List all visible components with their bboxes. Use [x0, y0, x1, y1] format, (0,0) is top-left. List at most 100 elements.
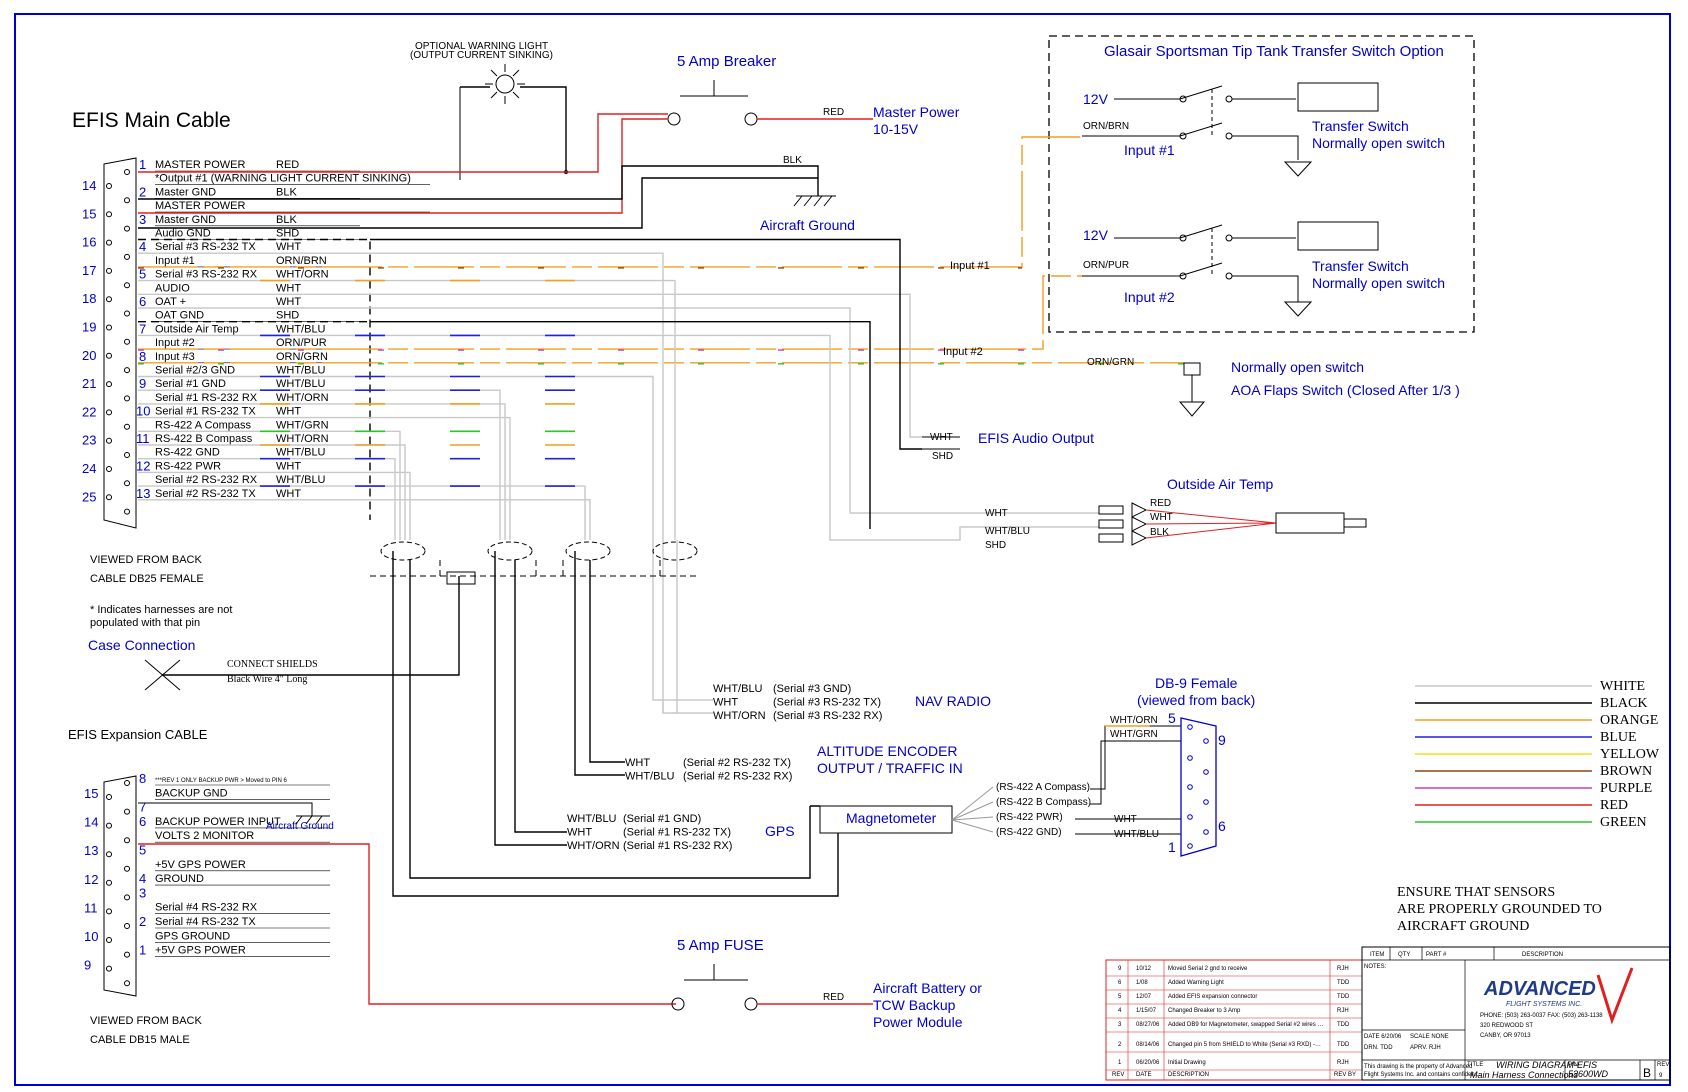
pin-number: 2 [139, 184, 146, 199]
transfer-switch-2-symbol [1082, 221, 1379, 317]
pin-label: Serial #2/3 GND [155, 365, 235, 377]
svg-text:320 REDWOOD ST: 320 REDWOOD ST [1480, 1023, 1533, 1029]
left-pin-number: 15 [82, 206, 96, 221]
oat-probe-red: RED [1150, 498, 1171, 509]
audio-wire-2: SHD [932, 451, 953, 462]
pin-label: MASTER POWER [155, 200, 246, 212]
harness-wires [138, 136, 1184, 714]
pin-number: 3 [139, 212, 146, 227]
shield-splice [380, 541, 426, 561]
run-input-2: Input #2 [943, 346, 983, 358]
exp-pin-number: 7 [139, 800, 146, 815]
exp-pin-label: +5V GPS POWER [155, 945, 246, 957]
pin-label: RS-422 A Compass [155, 419, 251, 431]
db15-hole [124, 951, 130, 958]
pin-hole [124, 282, 130, 289]
pin-color: RED [276, 159, 299, 171]
pin-number: 6 [139, 294, 146, 309]
aoa-line1: Normally open switch [1231, 359, 1364, 375]
svg-text:Flight Systems Inc. and contai: Flight Systems Inc. and contains confide… [1364, 1072, 1481, 1078]
svg-text:DATE 6/20/06: DATE 6/20/06 [1364, 1034, 1402, 1040]
pin-label: OAT GND [155, 310, 204, 322]
exp-left-pin: 10 [84, 929, 98, 944]
pin-hole [106, 183, 112, 189]
svg-text:DESCRIPTION: DESCRIPTION [1522, 952, 1563, 958]
expansion-title: EFIS Expansion CABLE [68, 727, 208, 742]
black-wire-note: Black Wire 4" Long [227, 674, 307, 685]
magnetometer-wire: (RS-422 GND) [996, 827, 1062, 838]
master-power-label: Master Power [873, 104, 960, 120]
expansion-pin-list: 8***REV 1 ONLY BACKUP PWR > Moved to PIN… [139, 771, 330, 958]
svg-text:08/27/06: 08/27/06 [1136, 1022, 1160, 1028]
legend-label: RED [1600, 798, 1628, 813]
device-wire-color: WHT [625, 757, 650, 769]
svg-text:TITLE: TITLE [1467, 1062, 1483, 1068]
pin-color: BLK [276, 186, 297, 198]
db9-hole [1203, 738, 1209, 744]
device-groups: WHT/BLU(Serial #3 GND)WHT(Serial #3 RS-2… [392, 540, 1181, 897]
aircraft-ground-label: Aircraft Ground [760, 217, 855, 233]
harness-note-1: * Indicates harnesses are not [90, 604, 232, 616]
svg-text:TDD: TDD [1337, 1042, 1350, 1048]
svg-text:APRV. RJH: APRV. RJH [1410, 1045, 1441, 1051]
db9-hole [1203, 769, 1209, 775]
db9-title: DB-9 Female [1155, 675, 1238, 691]
pin-color: WHT [276, 282, 301, 294]
harness-wire [138, 389, 501, 540]
magnetometer-wire: (RS-422 A Compass) [996, 782, 1090, 793]
warning-light-line2: (OUTPUT CURRENT SINKING) [410, 50, 553, 61]
alt-encoder-subtitle: OUTPUT / TRAFFIC IN [817, 760, 963, 776]
device-wire-desc: (Serial #3 GND) [773, 683, 851, 695]
db9-pin-holes [1187, 724, 1209, 849]
db9-hole [1203, 799, 1209, 805]
device-wire-color: WHT [567, 827, 592, 839]
db15-hole [106, 822, 112, 829]
harness-wire [138, 458, 396, 540]
db15-viewed: VIEWED FROM BACK [90, 1015, 203, 1027]
db9-hole [1187, 755, 1193, 761]
db15-hole [124, 980, 130, 987]
master-power-volts: 10-15V [873, 121, 919, 137]
harness-wire [138, 279, 676, 540]
svg-text:06/20/06: 06/20/06 [1136, 1060, 1160, 1066]
pin-hole [124, 480, 130, 487]
svg-text:2: 2 [1118, 1042, 1122, 1048]
oat-wire-2: WHT/BLU [985, 526, 1030, 537]
db15-connector [103, 775, 137, 997]
pin-color: ORN/PUR [276, 337, 327, 349]
left-pin-number: 23 [82, 433, 96, 448]
transfer-switch-1-symbol [1082, 82, 1379, 177]
case-shield-wire [162, 576, 460, 676]
gps-title: GPS [765, 823, 795, 839]
exp-left-pin: 9 [84, 958, 91, 973]
main-cable-title: EFIS Main Cable [72, 109, 231, 132]
pin-label: Input #3 [155, 351, 195, 363]
warning-light-wire [460, 86, 567, 172]
svg-text:This drawing is the property o: This drawing is the property of Advanced [1364, 1064, 1472, 1070]
svg-text:RJH: RJH [1337, 1008, 1349, 1014]
audio-output-label: EFIS Audio Output [978, 430, 1094, 446]
db9-hole [1187, 784, 1193, 790]
db25-connector [103, 157, 137, 529]
transfer-switch-1: Transfer Switch [1312, 118, 1409, 134]
pin-label: Master GND [155, 186, 216, 198]
pin-label: Outside Air Temp [155, 323, 239, 335]
svg-text:Changed Breaker to 3 Amp: Changed Breaker to 3 Amp [1168, 1008, 1241, 1014]
pin-label: Serial #3 RS-232 TX [155, 241, 256, 253]
pin-number: 11 [136, 431, 150, 446]
fuse-dest-2: TCW Backup [873, 997, 956, 1013]
db9-hole [1203, 829, 1209, 835]
backup-power-red-wire [138, 843, 676, 1005]
tip-tank-box [1048, 35, 1475, 333]
svg-text:P/N: P/N [1568, 1062, 1578, 1068]
left-pin-number: 19 [82, 320, 96, 335]
pin-hole [124, 310, 130, 317]
breaker-wire-label: RED [823, 107, 844, 118]
device-wire-desc: (Serial #2 RS-232 TX) [683, 757, 791, 769]
db9-hole [1187, 843, 1193, 849]
pin-label: RS-422 PWR [155, 460, 221, 472]
left-pin-number: 17 [82, 263, 96, 278]
svg-text:9: 9 [1659, 1073, 1663, 1079]
